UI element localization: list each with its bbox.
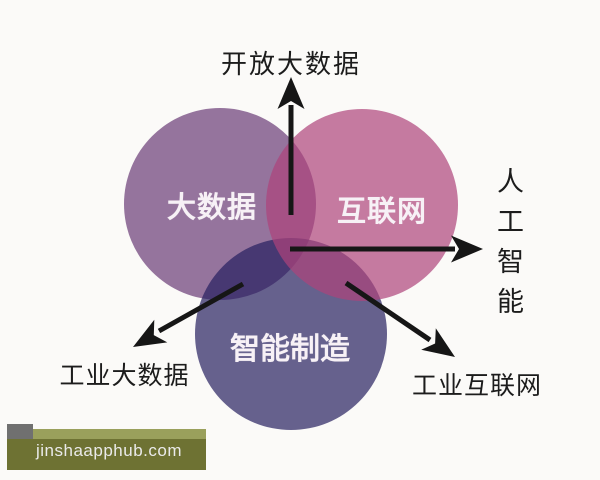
arrows bbox=[133, 77, 483, 357]
label-open-big-data: 开放大数据 bbox=[220, 49, 361, 79]
watermark-text: jinshaapphub.com bbox=[36, 441, 182, 460]
circle-internet bbox=[266, 109, 458, 301]
arrow-up-head bbox=[277, 77, 305, 109]
arrow-right-head bbox=[451, 235, 483, 263]
arrow-lower-left-head bbox=[133, 319, 168, 347]
watermark-box bbox=[7, 439, 206, 470]
label-industrial-internet: 工业互联网 bbox=[411, 372, 542, 400]
label-big-data: 大数据 bbox=[166, 192, 257, 224]
watermark-light-strip bbox=[33, 429, 206, 440]
arrow-lower-left-shaft bbox=[157, 281, 245, 334]
label-industrial-big-data: 工业大数据 bbox=[59, 362, 190, 390]
watermark-gray-chip bbox=[7, 424, 33, 440]
label-internet: 互联网 bbox=[336, 196, 427, 228]
label-artificial-intelligence: 人工智能 bbox=[493, 167, 523, 327]
arrow-lower-right-head bbox=[421, 328, 455, 357]
arrow-lower-right-shaft bbox=[344, 280, 432, 343]
label-smart-manufacturing: 智能制造 bbox=[230, 333, 350, 366]
